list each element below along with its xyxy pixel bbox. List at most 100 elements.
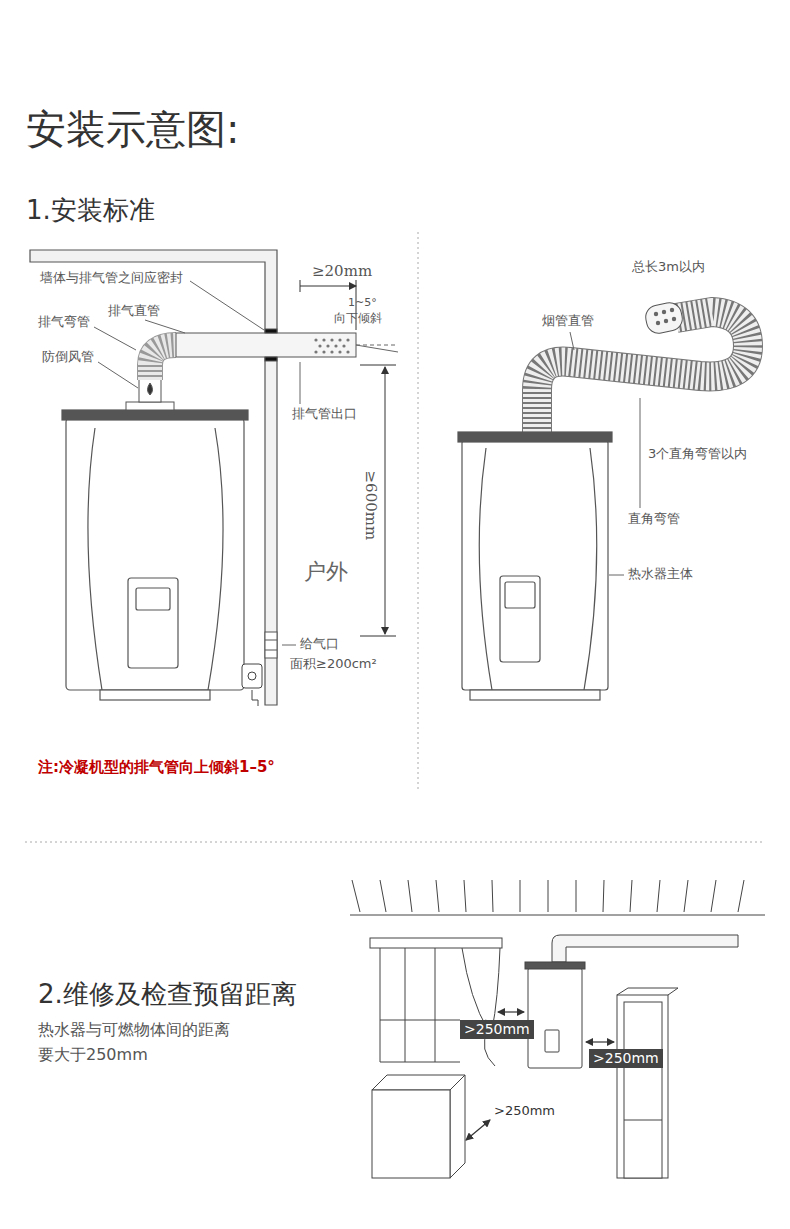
window-curtain	[462, 948, 495, 1066]
leader-lines	[300, 362, 301, 404]
pipe-holes	[334, 344, 337, 347]
air-inlet	[265, 640, 277, 641]
dimension-lines	[385, 367, 386, 634]
pipe-holes	[338, 350, 341, 353]
window-curtain	[370, 938, 502, 948]
flue-terminal	[656, 321, 660, 325]
pipe-holes	[318, 344, 321, 347]
ceiling	[603, 880, 604, 912]
leader-lines	[94, 281, 300, 404]
water-heater	[458, 432, 612, 700]
cabinet	[617, 988, 678, 1178]
draft-hood	[126, 402, 174, 410]
ceiling	[630, 880, 632, 912]
part-label: 热水器主体	[628, 566, 693, 582]
flue-pipe	[537, 312, 748, 432]
water-heater	[128, 578, 178, 668]
ceiling	[738, 880, 744, 912]
ceiling	[352, 880, 360, 912]
leader-lines	[609, 575, 624, 576]
water-heater	[88, 428, 102, 690]
flue-pipe	[537, 312, 748, 432]
ceiling	[520, 880, 521, 912]
cabinet	[624, 1120, 662, 1121]
exhaust-pipe	[356, 345, 398, 352]
ceiling	[548, 880, 549, 912]
air-inlet	[265, 650, 277, 651]
exhaust-pipe	[176, 329, 398, 361]
part-label: 给气口	[300, 636, 339, 652]
note: 注:冷凝机型的排气管向上倾斜1–5°	[38, 758, 275, 777]
window-curtain	[380, 948, 381, 1062]
leader-lines	[94, 327, 136, 350]
water-heater	[528, 968, 582, 1068]
window-curtain	[380, 1062, 460, 1063]
dimension-label: 1~5°	[348, 296, 377, 310]
pipe-holes	[326, 344, 329, 347]
exhaust-pipe	[265, 357, 277, 361]
ceiling	[464, 880, 466, 912]
power-plug	[252, 690, 258, 706]
pipe-holes	[330, 338, 333, 341]
water-heater	[458, 432, 612, 442]
ceiling	[576, 880, 577, 912]
part-label: 排气直管	[108, 303, 160, 319]
part-label: 总长3m以内	[632, 259, 705, 275]
air-inlet	[282, 645, 296, 646]
ceiling	[492, 880, 493, 912]
exhaust-pipe	[356, 345, 398, 346]
flue-terminal	[670, 308, 674, 312]
section-heading: 2.维修及检查预留距离	[38, 978, 297, 1011]
draft-hood	[126, 378, 174, 410]
water-heater	[500, 576, 540, 662]
box	[450, 1075, 465, 1178]
window-curtain	[405, 948, 406, 1062]
tag-text: >250mm	[464, 1021, 530, 1038]
power-plug	[242, 664, 262, 688]
leader-lines	[640, 398, 641, 508]
cabinet	[617, 995, 668, 1178]
box	[372, 1090, 450, 1178]
leader-lines	[98, 362, 138, 388]
pipe-holes	[346, 338, 349, 341]
water-heater	[584, 448, 597, 690]
cabinet	[617, 988, 628, 995]
leader-lines	[570, 332, 574, 350]
pipe-holes	[346, 350, 349, 353]
ceiling	[350, 880, 765, 915]
water-heater	[525, 962, 585, 969]
page-title: 安装示意图:	[26, 104, 239, 154]
leader-lines	[145, 320, 185, 333]
dimension-label: >250mm	[494, 1103, 555, 1119]
window-curtain	[370, 938, 502, 1066]
air-inlet	[265, 632, 277, 658]
section-heading: 1.安装标准	[26, 194, 155, 227]
exhaust-pipe	[176, 333, 356, 357]
flue-pipe	[537, 312, 748, 432]
pipe-holes	[314, 338, 349, 353]
ceiling	[408, 880, 412, 912]
cabinet	[628, 988, 678, 989]
water-heater	[479, 448, 492, 690]
area-label: 户外	[304, 558, 348, 586]
power-plug	[242, 664, 262, 706]
pipe-holes	[322, 350, 325, 353]
pipe-holes	[322, 338, 325, 341]
ceiling	[380, 880, 386, 912]
dimension-lines	[360, 365, 396, 366]
water-heater	[470, 690, 600, 700]
box	[372, 1075, 465, 1090]
part-label: 墙体与排气管之间应密封	[40, 270, 183, 286]
exhaust-elbow	[150, 345, 176, 380]
box	[372, 1075, 465, 1178]
leader-lines	[570, 332, 640, 575]
exhaust-pipe	[265, 329, 277, 333]
water-heater	[100, 690, 210, 700]
clearance-arrows	[466, 1120, 490, 1140]
pipe-holes	[314, 338, 317, 341]
air-inlet	[265, 632, 296, 658]
dimension-label: ≥600mm	[361, 470, 380, 540]
flue-terminal	[654, 308, 676, 325]
flue-terminal	[672, 317, 676, 321]
